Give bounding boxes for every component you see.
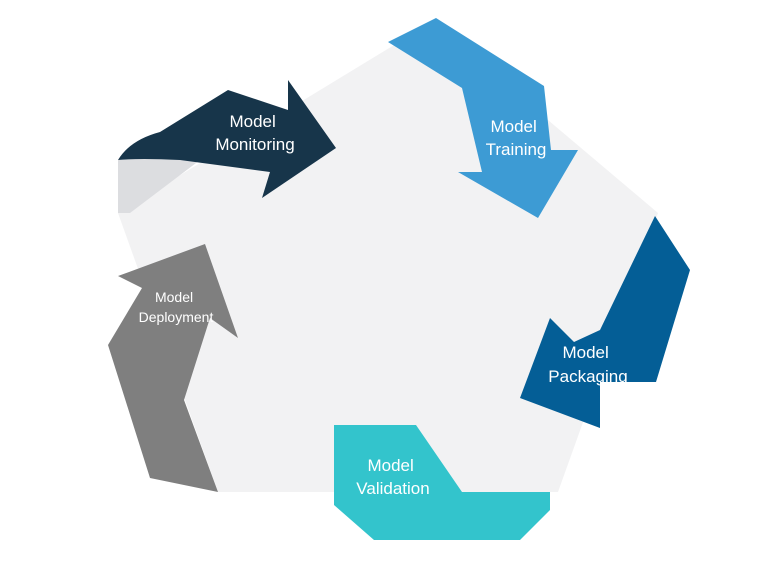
monitoring-fold	[118, 157, 200, 213]
packaging-arrow	[520, 216, 690, 428]
training-label: Model Training	[486, 117, 547, 159]
validation-arrow	[334, 425, 550, 540]
validation-label: Model Validation	[356, 456, 429, 498]
monitoring-label-line1: Model	[229, 112, 275, 131]
monitoring-arrow	[118, 80, 336, 198]
training-arrow	[388, 18, 578, 218]
packaging-label-line2: Packaging	[548, 367, 627, 386]
validation-label-line1: Model	[367, 456, 413, 475]
packaging-label-line1: Model	[562, 343, 608, 362]
training-label-line2: Training	[486, 140, 547, 159]
deployment-arrow	[108, 244, 238, 492]
deployment-label-line1: Model	[155, 289, 193, 305]
packaging-label: Model Packaging	[548, 343, 627, 386]
monitoring-label: Model Monitoring	[215, 112, 294, 154]
monitoring-label-line2: Monitoring	[215, 135, 294, 154]
training-label-line1: Model	[490, 117, 536, 136]
deployment-label: Model Deployment	[139, 289, 214, 325]
deployment-label-line2: Deployment	[139, 309, 214, 325]
validation-label-line2: Validation	[356, 479, 429, 498]
